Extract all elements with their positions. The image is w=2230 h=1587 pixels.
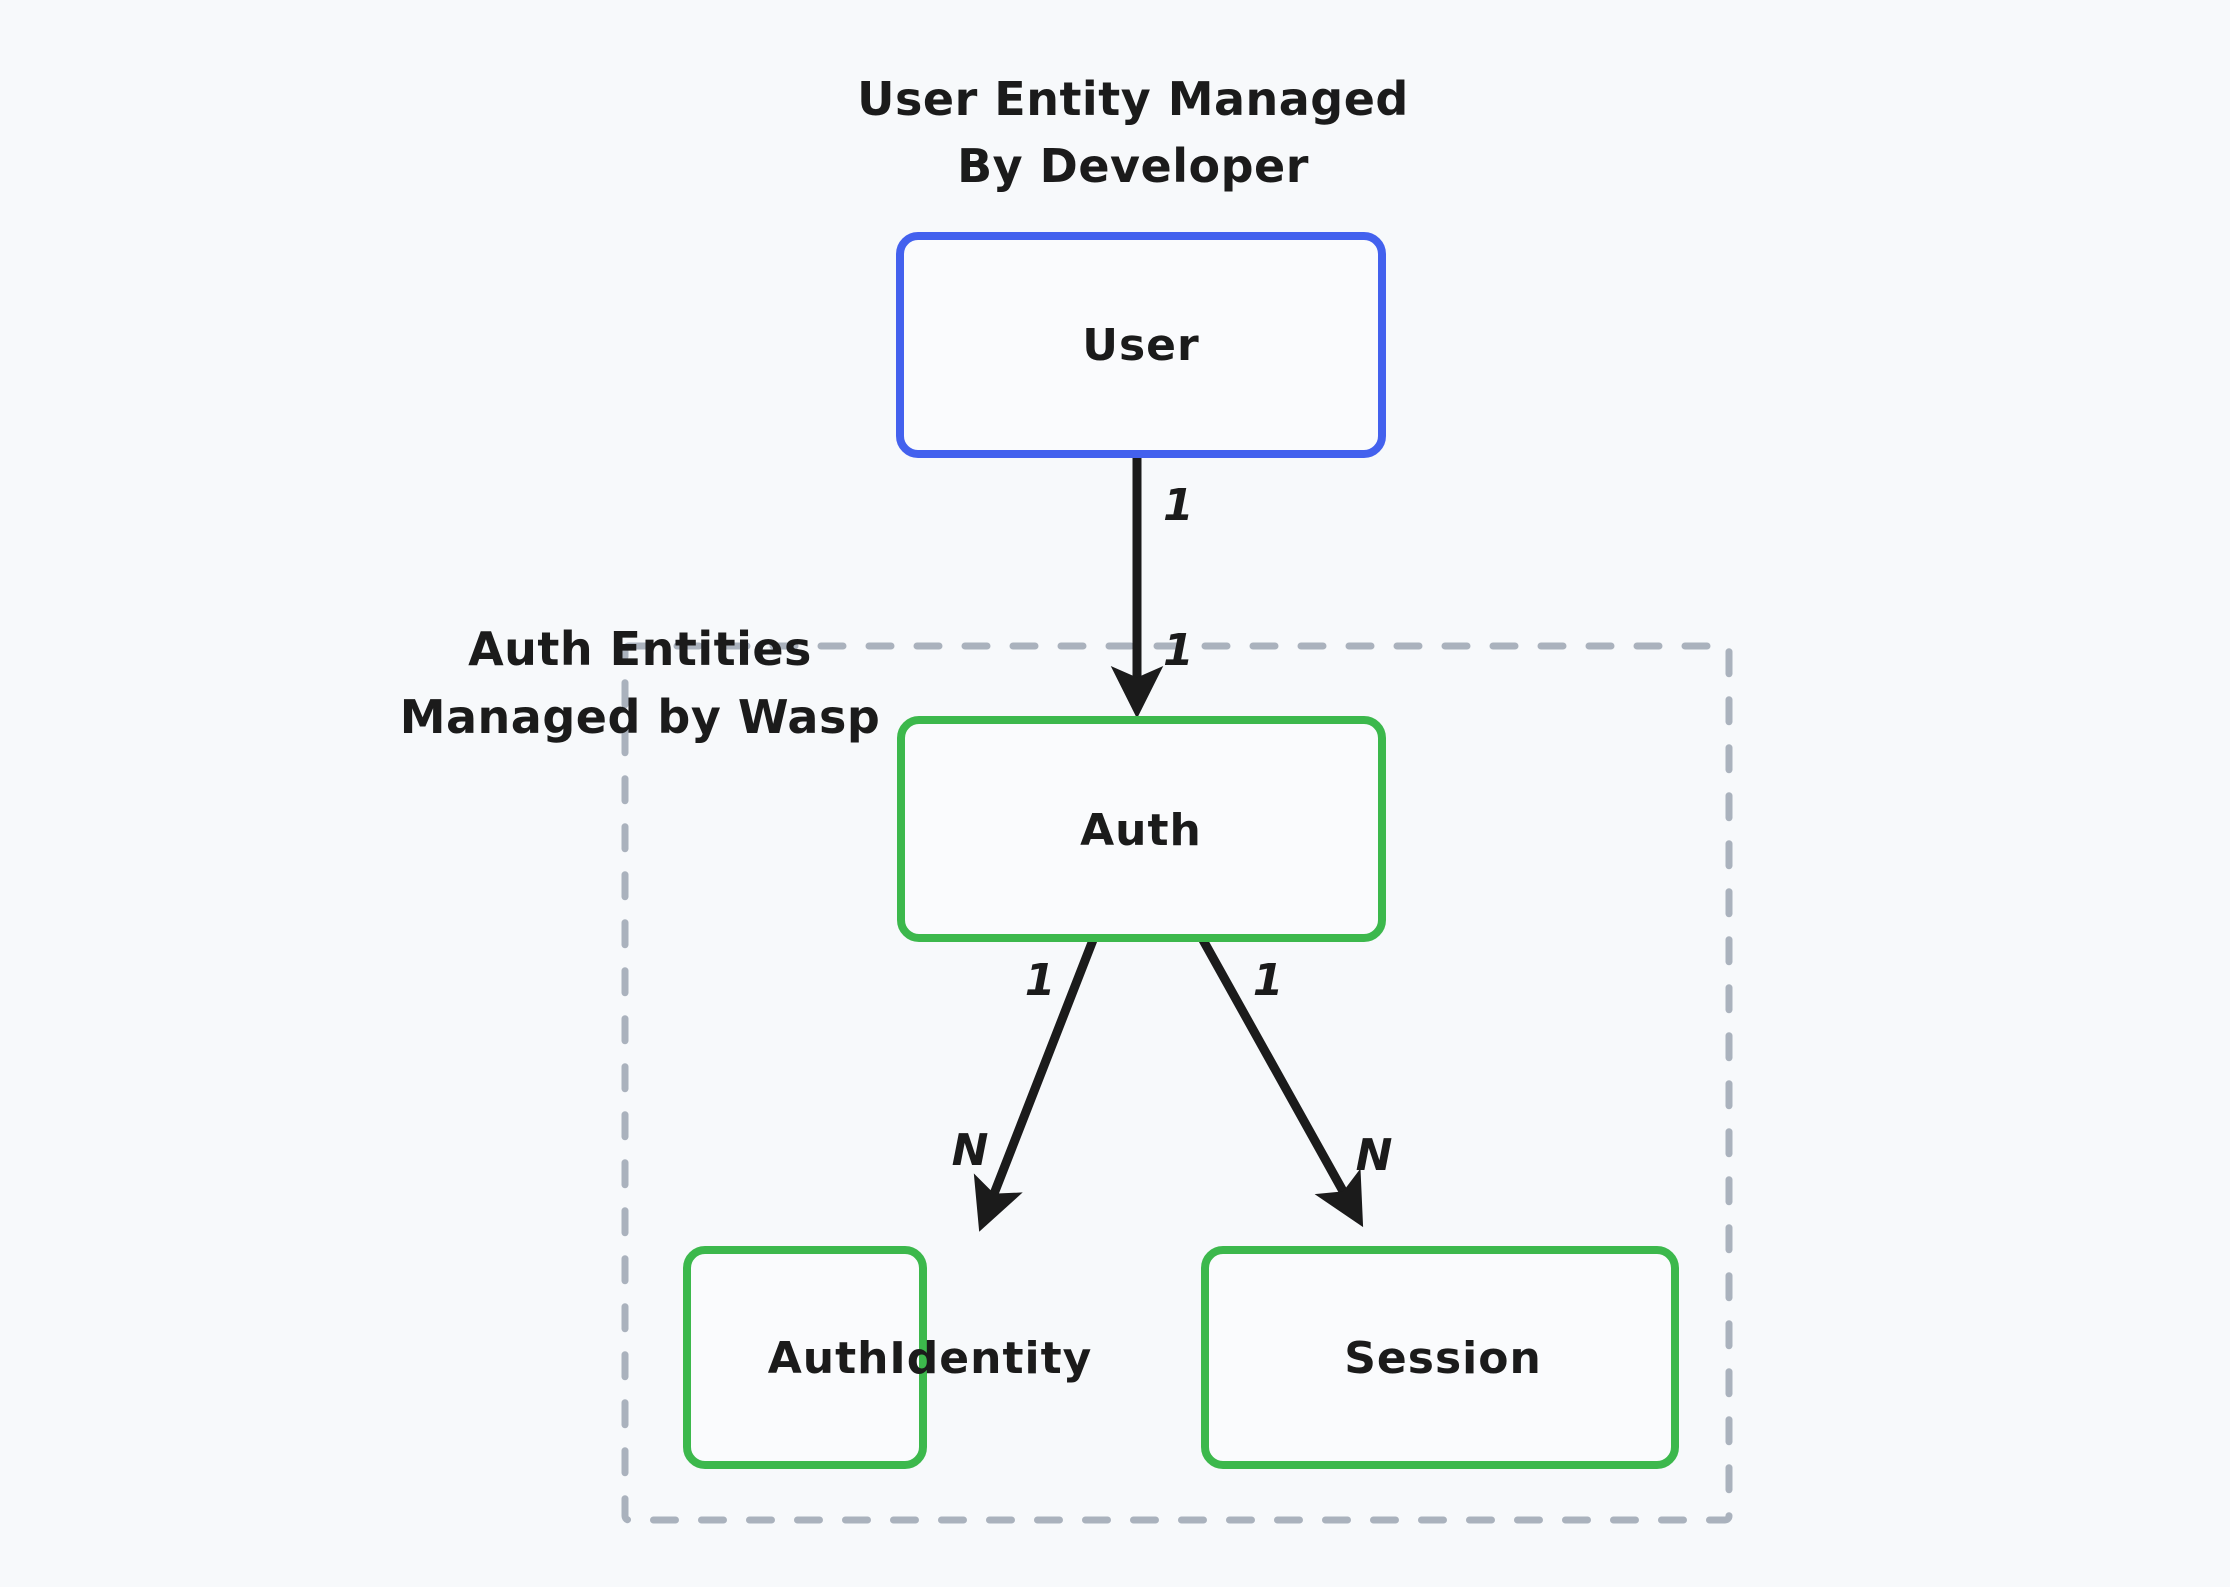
edge-auth-to-authidentity: [973, 935, 1098, 1232]
node-authidentity-label: AuthIdentity: [768, 1333, 1093, 1384]
node-auth[interactable]: Auth: [897, 716, 1386, 942]
node-auth-box[interactable]: [897, 716, 1386, 942]
edge-label-auth-authidentity-source: 1: [1025, 955, 1056, 1006]
node-user-box[interactable]: [896, 232, 1386, 458]
wasp-group-title: Auth Entities Managed by Wasp: [400, 622, 881, 744]
edge-label-user-auth-target: 1: [1163, 625, 1194, 676]
node-authidentity-box[interactable]: [683, 1246, 927, 1469]
wasp-group-dashed-boundary: [621, 642, 1733, 1524]
node-session[interactable]: Session: [1201, 1246, 1679, 1469]
node-user-label: User: [1082, 320, 1199, 371]
edge-label-auth-session-target: N: [1356, 1130, 1393, 1181]
node-session-box[interactable]: [1201, 1246, 1679, 1469]
node-user[interactable]: User: [896, 232, 1386, 458]
node-session-label: Session: [1344, 1333, 1542, 1384]
developer-group-title-line2: By Developer: [957, 139, 1309, 193]
developer-group-title-line1: User Entity Managed: [857, 72, 1409, 126]
wasp-group-title-line1: Auth Entities: [468, 622, 812, 676]
edge-auth-to-session: [1198, 935, 1364, 1228]
wasp-group-title-line2: Managed by Wasp: [400, 690, 881, 744]
node-authidentity[interactable]: AuthIdentity: [683, 1246, 1093, 1469]
developer-group-title: User Entity Managed By Developer: [857, 72, 1409, 193]
edge-label-auth-session-source: 1: [1253, 955, 1284, 1006]
node-auth-label: Auth: [1080, 805, 1202, 856]
edge-label-user-auth-source: 1: [1163, 480, 1194, 531]
edge-label-auth-authidentity-target: N: [952, 1125, 989, 1176]
